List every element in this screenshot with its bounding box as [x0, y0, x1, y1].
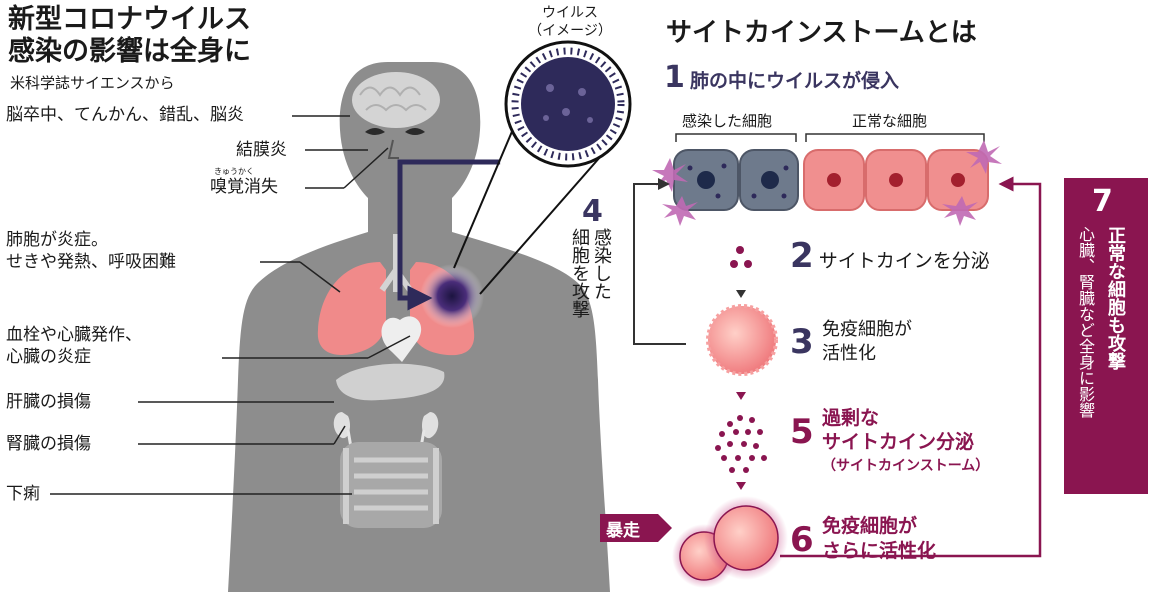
- runaway-tag-shape: [600, 514, 672, 542]
- normal-cells-label: 正常な細胞: [852, 112, 928, 130]
- eye-icon: [365, 128, 425, 159]
- brain-icon: [352, 72, 440, 128]
- immune-cell-icon: [706, 304, 778, 376]
- effect-liver: 肝臓の損傷: [6, 392, 91, 412]
- step1: 1 肺の中にウイルスが侵入: [664, 60, 899, 95]
- step4-col1: 感染した: [591, 228, 612, 300]
- step6-number: 6: [790, 520, 814, 560]
- step7-col2: 心臓、腎臓など全身に影響: [1076, 226, 1095, 418]
- effect-eye: 結膜炎: [236, 140, 287, 160]
- page-title-line2: 感染の影響は全身に: [8, 36, 251, 67]
- heart-icon: [381, 316, 422, 362]
- effect-intestine: 下痢: [6, 484, 40, 504]
- effect-smell-ruby: きゅうかく: [214, 167, 254, 176]
- virus-label: ウイルス （イメージ）: [528, 5, 612, 39]
- step7-box: [1064, 178, 1148, 494]
- effect-lung-line1: 肺胞が炎症。: [6, 230, 108, 250]
- cytokine-dots: [730, 246, 752, 268]
- step7-number: 7: [1092, 184, 1113, 219]
- step5-number: 5: [790, 412, 814, 452]
- effect-heart-line2: 心臓の炎症: [6, 347, 91, 367]
- effect-smell: 嗅覚消失: [210, 177, 278, 197]
- infected-cells-label: 感染した細胞: [682, 112, 773, 130]
- page-title-line1: 新型コロナウイルス: [8, 4, 251, 35]
- step3-number: 3: [790, 322, 814, 362]
- effect-kidney: 腎臓の損傷: [6, 434, 91, 454]
- excess-cytokine-dots: [715, 415, 767, 473]
- leader-lines: [50, 115, 411, 495]
- runaway-label: 暴走: [606, 521, 640, 541]
- effect-lung-line2: せきや発熱、呼吸困難: [6, 252, 176, 272]
- step6-text: 免疫細胞が さらに活性化: [822, 515, 937, 562]
- intestine-icon: [340, 442, 442, 528]
- cytokine-storm-title: サイトカインストームとは: [666, 18, 977, 48]
- effect-heart-line1: 血栓や心臓発作、: [6, 325, 142, 345]
- step2: 2 サイトカインを分泌: [790, 236, 990, 276]
- activated-immune-cells-icon: [672, 496, 788, 588]
- source-note: 米科学誌サイエンスから: [10, 74, 175, 92]
- step4-col2: 細胞を攻撃: [569, 228, 590, 318]
- liver-icon: [336, 363, 445, 401]
- step7-col1: 正常な細胞も攻撃: [1105, 226, 1126, 370]
- effect-brain: 脳卒中、てんかん、錯乱、脳炎: [6, 105, 244, 125]
- step5-text: 過剰な サイトカイン分泌 （サイトカインストーム）: [822, 407, 990, 474]
- cell-row: [652, 140, 1002, 226]
- step4-number: 4: [582, 194, 603, 229]
- step3-text: 免疫細胞が 活性化: [822, 319, 912, 364]
- infection-spot: [420, 264, 484, 328]
- virus-icon: [504, 40, 632, 168]
